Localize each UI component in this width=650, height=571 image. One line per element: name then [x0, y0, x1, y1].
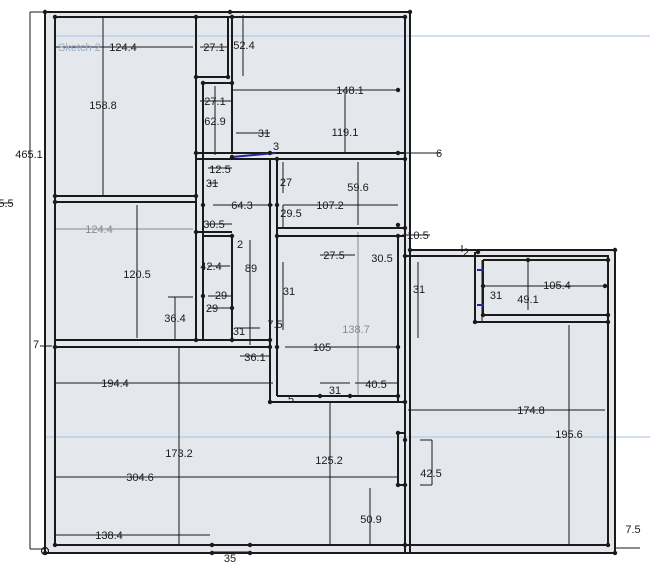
- dim-12-5[interactable]: 12.5: [209, 164, 230, 176]
- dim-194-4[interactable]: 194.4: [101, 378, 129, 390]
- dim-29-b[interactable]: 29: [206, 303, 218, 315]
- dim-5[interactable]: 5: [288, 394, 294, 406]
- dim-174-8[interactable]: 174.8: [517, 405, 545, 417]
- dim-30-5[interactable]: 30.5: [203, 219, 224, 231]
- dim-7[interactable]: 7: [33, 339, 39, 351]
- dim-59-6[interactable]: 59.6: [347, 182, 368, 194]
- dim-29-a[interactable]: 29: [215, 290, 227, 302]
- dim-89[interactable]: 89: [245, 263, 257, 275]
- dim-30-5-b[interactable]: 30.5: [371, 253, 392, 265]
- dim-31-g[interactable]: 31: [329, 385, 341, 397]
- dim-2-a[interactable]: 2: [237, 239, 243, 251]
- dim-27-1-mid[interactable]: 27.1: [204, 96, 225, 108]
- dim-40-5[interactable]: 40.5: [365, 379, 386, 391]
- dim-27-1-top[interactable]: 27.1: [203, 42, 224, 54]
- dim-5-5[interactable]: 5.5: [0, 198, 14, 210]
- dimension-lines: [0, 11, 640, 553]
- dim-2-b[interactable]: 2: [463, 247, 469, 259]
- dim-120-5[interactable]: 120.5: [123, 269, 151, 281]
- dim-50-9[interactable]: 50.9: [360, 514, 381, 526]
- dim-195-6[interactable]: 195.6: [555, 429, 583, 441]
- dim-304-6[interactable]: 304.6: [126, 472, 154, 484]
- dim-31-d[interactable]: 31: [413, 284, 425, 296]
- dim-31-b[interactable]: 31: [206, 178, 218, 190]
- sketch-vertices[interactable]: [42, 9, 618, 556]
- origin-icon: [40, 546, 50, 556]
- constraint-lines: [231, 152, 484, 306]
- sketch-label: Sketch 2: [58, 42, 101, 54]
- dim-158-8[interactable]: 158.8: [89, 100, 117, 112]
- dim-10-5[interactable]: 10.5: [407, 230, 428, 242]
- dim-7-5-b[interactable]: 7.5: [625, 524, 640, 536]
- floor-plan-fill: [45, 12, 615, 552]
- sketch-guide-lines: [45, 35, 650, 438]
- dim-42-4[interactable]: 42.4: [200, 261, 221, 273]
- dim-62-9[interactable]: 62.9: [204, 116, 225, 128]
- dim-29-5[interactable]: 29.5: [280, 208, 301, 220]
- dim-64-3[interactable]: 64.3: [231, 200, 252, 212]
- dim-6[interactable]: 6: [436, 148, 442, 160]
- dim-173-2[interactable]: 173.2: [165, 448, 193, 460]
- dim-31-c[interactable]: 31: [283, 286, 295, 298]
- dim-36-4[interactable]: 36.4: [164, 313, 185, 325]
- dim-36-1[interactable]: 36.1: [244, 352, 265, 364]
- dim-119-1[interactable]: 119.1: [332, 127, 359, 139]
- dim-27[interactable]: 27: [280, 177, 292, 189]
- dim-31-a[interactable]: 31: [258, 128, 270, 140]
- dim-124-4-top[interactable]: 124.4: [109, 42, 137, 54]
- dim-125-2[interactable]: 125.2: [315, 455, 343, 467]
- dim-31-f[interactable]: 31: [233, 326, 245, 338]
- dim-138-4[interactable]: 138.4: [95, 530, 123, 542]
- dim-138-7[interactable]: 138.7: [342, 324, 370, 336]
- dim-52-4[interactable]: 52.4: [233, 40, 254, 52]
- dim-105[interactable]: 105: [313, 342, 331, 354]
- dim-42-5[interactable]: 42.5: [420, 468, 441, 480]
- dim-49-1[interactable]: 49.1: [517, 294, 538, 306]
- dim-148-1[interactable]: 148.1: [336, 85, 364, 97]
- dim-27-5[interactable]: 27.5: [323, 250, 344, 262]
- dim-3[interactable]: 3: [273, 141, 279, 153]
- dim-7-5-a[interactable]: 7.5: [267, 319, 282, 331]
- dim-31-e[interactable]: 31: [490, 290, 502, 302]
- dimension-labels: 465.1 124.4 27.1 52.4 148.1 158.8 27.1 6…: [0, 40, 641, 565]
- dim-124-4-mid[interactable]: 124.4: [85, 224, 113, 236]
- dim-107-2[interactable]: 107.2: [316, 200, 344, 212]
- dim-465-1[interactable]: 465.1: [15, 149, 43, 161]
- dim-35[interactable]: 35: [224, 553, 236, 565]
- dim-105-4[interactable]: 105.4: [543, 280, 571, 292]
